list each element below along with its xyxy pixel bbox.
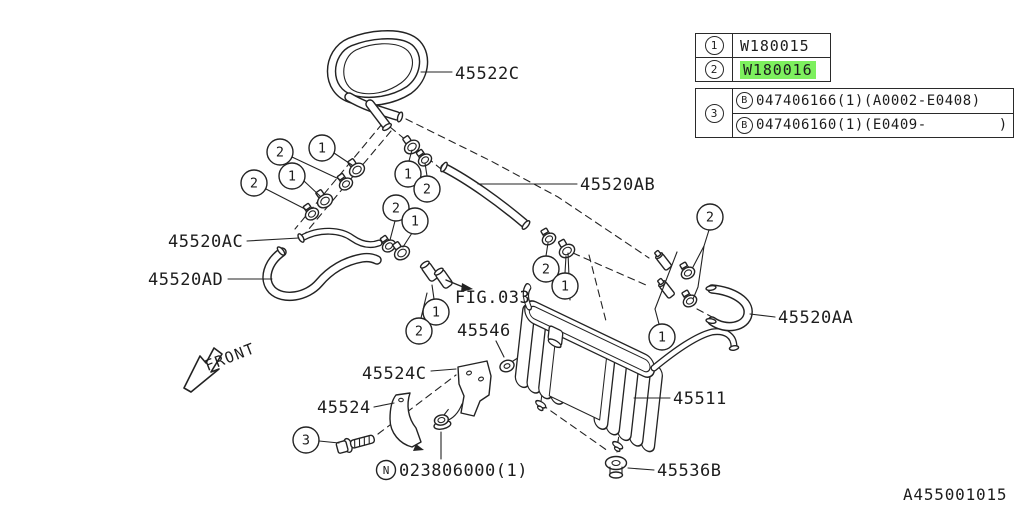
clamp-icon xyxy=(310,185,336,212)
legend-item-3-badge: 3 xyxy=(704,103,724,123)
legend-row-2[interactable]: 2 W180016 xyxy=(696,58,830,81)
legend-part-047406160: 047406160(1)(E0409- ) xyxy=(756,117,1008,134)
callout-1: 1 xyxy=(401,207,429,235)
part-label-45511[interactable]: 45511 xyxy=(673,389,727,409)
legend-part-047406166: 047406166(1)(A0002-E0408) xyxy=(756,92,981,109)
pipe-sleeve xyxy=(432,266,454,290)
cushion-45536b xyxy=(604,455,628,479)
circled-b-icon: B xyxy=(736,92,753,110)
circled-n-icon: N xyxy=(383,464,390,477)
part-label-45546[interactable]: 45546 xyxy=(457,321,511,341)
svg-text:2: 2 xyxy=(542,262,550,278)
legend-row-3b[interactable]: B 047406160(1)(E0409- ) xyxy=(733,114,1013,138)
legend-item-1-badge: 1 xyxy=(704,36,724,55)
callout-2: 2 xyxy=(240,169,268,197)
nut-part-label[interactable]: N 023806000(1) xyxy=(375,459,528,482)
legend-item-2-badge: 2 xyxy=(704,60,724,79)
legend-part-w180016-highlighted: W180016 xyxy=(740,60,816,79)
svg-text:2: 2 xyxy=(276,145,284,161)
svg-text:2: 2 xyxy=(706,210,714,226)
part-labels: 45522C 45520AB 45520AC 45520AD 45520AA 4… xyxy=(148,64,1007,504)
svg-text:1: 1 xyxy=(318,141,326,157)
svg-text:1: 1 xyxy=(432,305,440,321)
fig033-arrow xyxy=(445,279,473,292)
svg-text:1: 1 xyxy=(658,330,666,346)
svg-text:2: 2 xyxy=(392,201,400,217)
pipe-stub xyxy=(652,248,673,272)
part-label-45520ad[interactable]: 45520AD xyxy=(148,270,223,290)
part-label-45524c[interactable]: 45524C xyxy=(362,364,426,384)
callout-2: 2 xyxy=(382,194,410,222)
bolt xyxy=(335,434,376,454)
legend-part-w180015: W180015 xyxy=(740,36,810,55)
svg-text:2: 2 xyxy=(423,182,431,198)
part-label-45524[interactable]: 45524 xyxy=(317,398,371,418)
svg-text:1: 1 xyxy=(411,214,419,230)
clamps-and-fittings xyxy=(299,131,700,310)
nut xyxy=(433,414,452,430)
legend-row-3a[interactable]: B 047406166(1)(A0002-E0408) xyxy=(733,89,1013,114)
svg-text:1: 1 xyxy=(561,279,569,295)
callout-2: 2 xyxy=(696,203,724,231)
part-label-45520ac[interactable]: 45520AC xyxy=(168,232,243,252)
bracket-45524 xyxy=(389,392,424,451)
hose-45520aa xyxy=(705,284,753,332)
svg-text:1: 1 xyxy=(288,169,296,185)
hose-45520ab xyxy=(440,161,531,230)
part-label-45520aa[interactable]: 45520AA xyxy=(778,308,853,328)
svg-text:1: 1 xyxy=(404,167,412,183)
callout-2: 2 xyxy=(413,175,441,203)
callout-3: 3 xyxy=(292,426,320,454)
svg-text:2: 2 xyxy=(415,324,423,340)
svg-text:3: 3 xyxy=(302,433,310,449)
callout-balloons: 2 1 2 1 1 2 2 1 1 2 2 1 2 1 3 xyxy=(240,134,724,454)
callout-2: 2 xyxy=(405,317,433,345)
part-label-45522c[interactable]: 45522C xyxy=(455,64,519,84)
clamp-icon xyxy=(342,154,368,181)
svg-text:2: 2 xyxy=(250,176,258,192)
hose-45520ad xyxy=(262,246,382,302)
callout-1: 1 xyxy=(648,323,676,351)
legend-table-clamps: 1 W180015 2 W180016 xyxy=(695,33,831,82)
washer-45546 xyxy=(499,359,515,373)
callout-1: 1 xyxy=(551,272,579,300)
pipe-45520ac xyxy=(297,227,383,249)
svg-text:023806000(1): 023806000(1) xyxy=(399,461,528,481)
callout-1: 1 xyxy=(422,298,450,326)
clamp-icon xyxy=(675,259,698,282)
leader-lines xyxy=(227,71,776,471)
legend-table-bolts: 3 B 047406166(1)(A0002-E0408) B 04740616… xyxy=(695,88,1014,138)
part-label-45520ab[interactable]: 45520AB xyxy=(580,175,655,195)
callout-2: 2 xyxy=(266,138,294,166)
fig-reference: FIG.033 xyxy=(455,288,530,308)
front-label: FRONT xyxy=(202,339,258,375)
bracket-45524c xyxy=(441,360,492,429)
callout-2: 2 xyxy=(532,255,560,283)
doc-code: A455001015 xyxy=(903,485,1007,504)
hose-45522c xyxy=(326,30,429,132)
front-arrow: FRONT xyxy=(183,339,258,393)
legend-row-1[interactable]: 1 W180015 xyxy=(696,34,830,58)
oil-cooler-45511 xyxy=(514,282,740,453)
circled-b-icon: B xyxy=(736,116,753,134)
callout-1: 1 xyxy=(394,160,422,188)
callout-1: 1 xyxy=(278,162,306,190)
cooler-inlet-nub xyxy=(547,325,564,349)
callout-1: 1 xyxy=(308,134,336,162)
part-label-45536b[interactable]: 45536B xyxy=(657,461,721,481)
